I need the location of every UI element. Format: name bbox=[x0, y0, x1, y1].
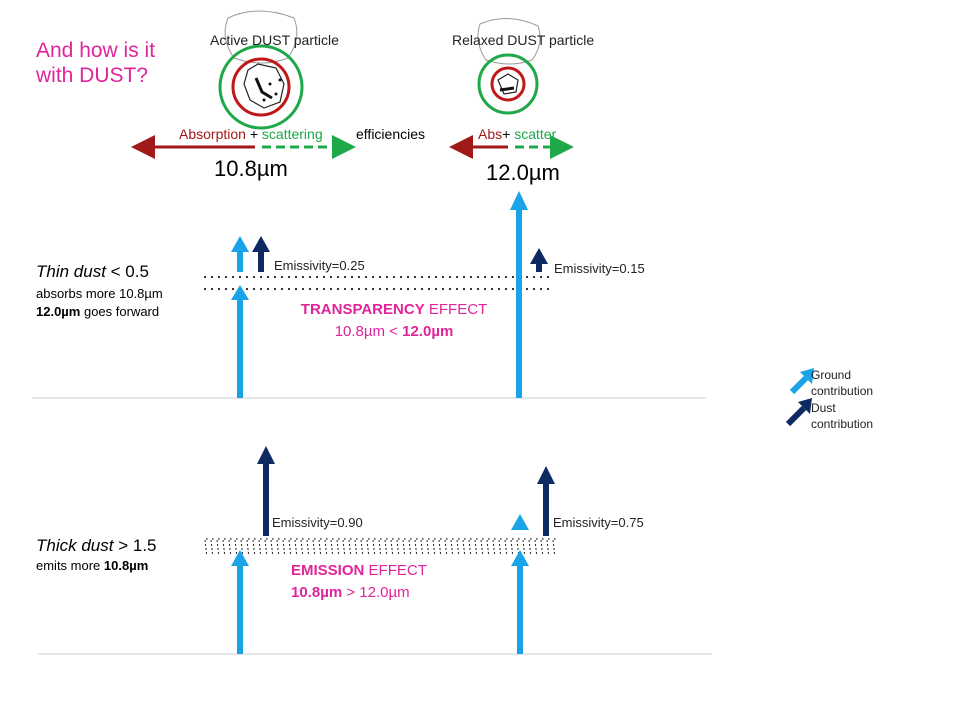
thick-dust-line-rest: emits more bbox=[36, 558, 104, 573]
thick-emissivity-right: Emissivity=0.75 bbox=[553, 515, 644, 530]
thin-dust-line2: 12.0µm goes forward bbox=[36, 303, 159, 321]
scatter-short-label: scatter bbox=[514, 126, 557, 142]
thin-emissivity-right: Emissivity=0.15 bbox=[554, 261, 645, 276]
absorption-label: Absorption bbox=[179, 126, 246, 142]
plus-short-label: + bbox=[502, 126, 515, 142]
emission-effect-title: EMISSION EFFECT bbox=[291, 560, 427, 582]
emission-relation: 10.8µm > 12.0µm bbox=[291, 582, 427, 604]
thin-dust-line2-bold: 12.0µm bbox=[36, 304, 81, 319]
thick-dust-arrow-right bbox=[537, 466, 555, 536]
thick-ground-arrow-right-top bbox=[511, 514, 529, 530]
thick-dust-arrow-left bbox=[257, 446, 275, 536]
thin-dust-threshold: < 0.5 bbox=[105, 262, 149, 281]
emission-effect-label: EMISSION EFFECT 10.8µm > 12.0µm bbox=[291, 560, 427, 604]
thin-dust-arrow-right bbox=[530, 248, 548, 272]
efficiencies-left-label: Absorption + scattering bbox=[179, 126, 323, 142]
abs-short-label: Abs bbox=[478, 126, 503, 142]
transparency-effect-rest: EFFECT bbox=[424, 301, 488, 318]
scattering-label: scattering bbox=[261, 126, 323, 142]
thin-ground-arrow-right bbox=[510, 191, 528, 398]
relaxed-particle-label: Relaxed DUST particle bbox=[452, 32, 595, 48]
transparency-relation: 10.8µm < 12.0µm bbox=[276, 321, 512, 343]
thin-dust-layer bbox=[204, 276, 552, 290]
thick-emissivity-left: Emissivity=0.90 bbox=[272, 515, 363, 530]
thick-ground-arrow-right bbox=[511, 550, 529, 654]
wavelength-right: 12.0µm bbox=[486, 160, 560, 185]
emission-relation-rest: > 12.0µm bbox=[342, 584, 410, 601]
thick-dust-threshold: > 1.5 bbox=[113, 536, 157, 555]
thin-dust-line2-rest: goes forward bbox=[80, 304, 160, 319]
thin-dust-arrow-left bbox=[252, 236, 270, 272]
thick-dust-line-bold: 10.8µm bbox=[103, 558, 149, 573]
thick-dust-layer bbox=[204, 536, 556, 554]
legend-dust-label: Dust contribution bbox=[811, 401, 874, 431]
active-particle-icon bbox=[218, 10, 304, 130]
transparency-effect-bold: TRANSPARENCY bbox=[300, 301, 425, 318]
wavelength-left: 10.8µm bbox=[214, 156, 288, 181]
emission-effect-rest: EFFECT bbox=[364, 562, 427, 579]
thick-dust-line: emits more 10.8µm bbox=[36, 557, 148, 575]
plus-label: + bbox=[245, 126, 262, 142]
thin-emissivity-left: Emissivity=0.25 bbox=[274, 258, 365, 273]
efficiencies-word: efficiencies bbox=[356, 126, 426, 142]
thin-dust-line1: absorbs more 10.8µm bbox=[36, 286, 163, 301]
thick-ground-arrow-left bbox=[231, 550, 249, 654]
efficiencies-right-label: Abs+ scatter bbox=[478, 126, 556, 142]
relaxed-particle-icon bbox=[477, 18, 541, 115]
thin-dust-heading-text: Thin dust bbox=[36, 262, 106, 281]
active-particle-label: Active DUST particle bbox=[210, 32, 339, 48]
thin-dust-heading: Thin dust < 0.5 bbox=[36, 262, 149, 282]
legend-ground-label: Ground contribution bbox=[811, 368, 874, 398]
legend-ground-arrow-icon bbox=[789, 368, 814, 395]
thick-dust-heading-text: Thick dust bbox=[36, 536, 114, 555]
transparency-relation-left: 10.8µm < bbox=[334, 323, 403, 340]
legend-dust-arrow-icon bbox=[785, 398, 812, 427]
transparency-effect-label: TRANSPARENCY EFFECT 10.8µm < 12.0µm bbox=[276, 299, 512, 343]
thin-ground-arrow-left bbox=[231, 285, 249, 398]
thick-dust-heading: Thick dust > 1.5 bbox=[36, 536, 157, 556]
transparency-relation-bold: 12.0µm bbox=[402, 323, 454, 340]
slide-title: And how is it with DUST? bbox=[36, 39, 156, 87]
emission-effect-bold: EMISSION bbox=[291, 562, 365, 579]
transparency-effect-title: TRANSPARENCY EFFECT bbox=[276, 299, 512, 321]
emission-relation-bold: 10.8µm bbox=[291, 584, 343, 601]
thin-ground-arrow-left-top bbox=[231, 236, 249, 272]
